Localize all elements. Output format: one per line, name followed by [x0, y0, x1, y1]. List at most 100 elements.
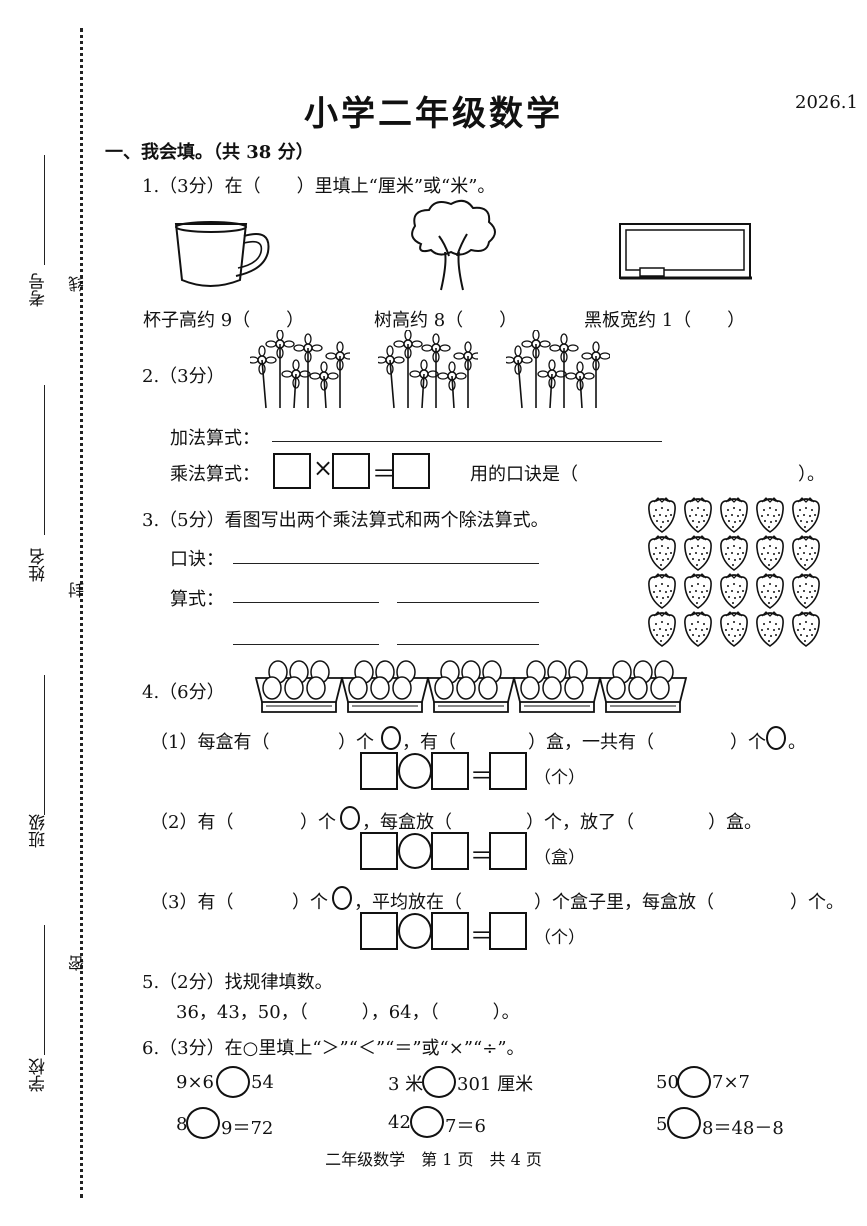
q3-formula-line-1[interactable]: [233, 602, 379, 603]
q6-item2-circle[interactable]: [422, 1066, 456, 1098]
q3-rhyme-answer-line[interactable]: [233, 563, 539, 564]
q2-mul-label: 乘法算式：: [170, 464, 260, 485]
q3-prompt: 3.（5分）看图写出两个乘法算式和两个除法算式。: [142, 510, 549, 531]
tree-icon: [411, 199, 496, 291]
name-label: 姓名: [29, 548, 49, 582]
q4-p1-part4: ）盒，一共有（: [528, 732, 654, 753]
seal-char-secret: 密: [68, 955, 87, 971]
q4-p3-unit: （个）: [534, 928, 585, 948]
q6-item1-right: 54: [251, 1072, 274, 1093]
q4-p3-box-1[interactable]: [360, 912, 398, 950]
q2-label: 2.（3分）: [142, 366, 225, 387]
q4-p3-operator-circle[interactable]: [398, 913, 432, 949]
q4-p1-operator-circle[interactable]: [398, 753, 432, 789]
flower-icon: [281, 359, 311, 409]
q4-p2-part4: ）个，放了（: [526, 812, 634, 833]
q2-answer-box-2[interactable]: [332, 453, 370, 489]
q2-times-sign: ×: [313, 454, 334, 482]
q4-p2-box-2[interactable]: [431, 832, 469, 870]
q4-p3-part4: ）个盒子里，每盒放（: [534, 892, 714, 913]
seal-char-seal: 封: [68, 582, 87, 598]
q3-rhyme-label: 口诀：: [170, 549, 224, 570]
q6-prompt: 6.（3分）在○里填上“＞”“＜”“＝”或“×”“÷”。: [142, 1038, 525, 1059]
class-line: [44, 675, 45, 815]
q6-item6-left: 5: [656, 1114, 668, 1135]
q6-item1-circle[interactable]: [216, 1066, 250, 1098]
q1-item-cup: 杯子高约 9（ ）: [143, 310, 305, 331]
q6-item3-left: 50: [656, 1072, 679, 1093]
flower-icon: [581, 341, 610, 408]
q4-p3-part3: ，平均放在（: [354, 892, 462, 913]
q4-p3-part1: （3）有（: [150, 892, 234, 913]
page-footer: 二年级数学 第 1 页 共 4 页: [325, 1150, 542, 1169]
q3-formula-line-2[interactable]: [397, 602, 539, 603]
q4-p1-box-2[interactable]: [431, 752, 469, 790]
q2-answer-box-3[interactable]: [392, 453, 430, 489]
flower-icon: [521, 330, 551, 408]
q2-add-answer-line[interactable]: [272, 441, 662, 442]
q4-p1-part3: ，有（: [402, 732, 456, 753]
q6-item5-right: 7＝6: [445, 1116, 486, 1137]
q2-answer-box-1[interactable]: [273, 453, 311, 489]
q6-item4-circle[interactable]: [186, 1107, 220, 1139]
exam-date: 2026.1: [795, 92, 858, 113]
q4-p2-unit: （盒）: [534, 848, 585, 868]
q5-prompt: 5.（2分）找规律填数。: [142, 972, 333, 993]
q6-item3-right: 7×7: [712, 1072, 750, 1093]
flower-icon: [453, 341, 478, 408]
flower-group-2: [378, 330, 478, 409]
q3-formula-line-4[interactable]: [397, 644, 539, 645]
q4-p2-part5: ）盒。: [708, 812, 762, 833]
egg-boxes: [255, 660, 687, 713]
flower-icon: [325, 341, 350, 408]
q4-p1-part5: ）个: [730, 732, 766, 753]
q2-rhyme-end: ）。: [798, 464, 825, 485]
q6-item5-left: 42: [388, 1112, 411, 1133]
section-heading: 一、我会填。（共 38 分）: [105, 142, 314, 163]
q6-item5-circle[interactable]: [410, 1106, 444, 1138]
flower-icon: [549, 333, 579, 408]
flower-group-1: [250, 330, 350, 409]
q6-item2-left: 3 米: [388, 1074, 424, 1095]
school-line: [44, 925, 45, 1055]
q4-p2-box-3[interactable]: [489, 832, 527, 870]
strawberry-grid: [648, 497, 820, 647]
flower-group-3: [506, 330, 610, 409]
flower-icon: [293, 333, 323, 408]
q4-p2-part1: （2）有（: [150, 812, 234, 833]
q6-item6-circle[interactable]: [667, 1107, 701, 1139]
q4-p3-part2: ）个: [292, 892, 328, 913]
binding-dotted-line: [80, 28, 83, 1198]
blackboard-icon: [619, 223, 752, 280]
q3-formula-label: 算式：: [170, 589, 224, 610]
class-label: 班级: [29, 814, 49, 848]
q4-p1-box-3[interactable]: [489, 752, 527, 790]
flower-icon: [250, 345, 277, 409]
q4-p2-box-1[interactable]: [360, 832, 398, 870]
q6-item4-left: 8: [176, 1114, 188, 1135]
q6-item3-circle[interactable]: [677, 1066, 711, 1098]
flower-icon: [506, 345, 533, 409]
q4-p1-unit: （个）: [534, 768, 585, 788]
q4-p3-box-3[interactable]: [489, 912, 527, 950]
q4-label: 4.（6分）: [142, 682, 225, 703]
egg-icon: [332, 886, 352, 910]
page-title: 小学二年级数学: [304, 94, 563, 134]
q4-p2-part2: ）个: [300, 812, 336, 833]
q2-add-label: 加法算式：: [170, 428, 260, 449]
exam-id-label: 考号: [29, 273, 49, 307]
exam-id-line: [44, 155, 45, 265]
flower-icon: [565, 361, 595, 409]
school-label: 学校: [29, 1058, 49, 1092]
q6-item1-left: 9×6: [176, 1072, 214, 1093]
q1-item-blackboard: 黑板宽约 1（ ）: [584, 310, 746, 331]
q4-p1-box-1[interactable]: [360, 752, 398, 790]
q4-p3-box-2[interactable]: [431, 912, 469, 950]
q4-p1-part1: （1）每盒有（: [150, 732, 270, 753]
q3-formula-line-3[interactable]: [233, 644, 379, 645]
q1-item-tree: 树高约 8（ ）: [374, 310, 518, 331]
flower-icon: [409, 359, 439, 409]
flower-icon: [309, 361, 339, 409]
flower-icon: [393, 330, 423, 408]
q4-p2-operator-circle[interactable]: [398, 833, 432, 869]
